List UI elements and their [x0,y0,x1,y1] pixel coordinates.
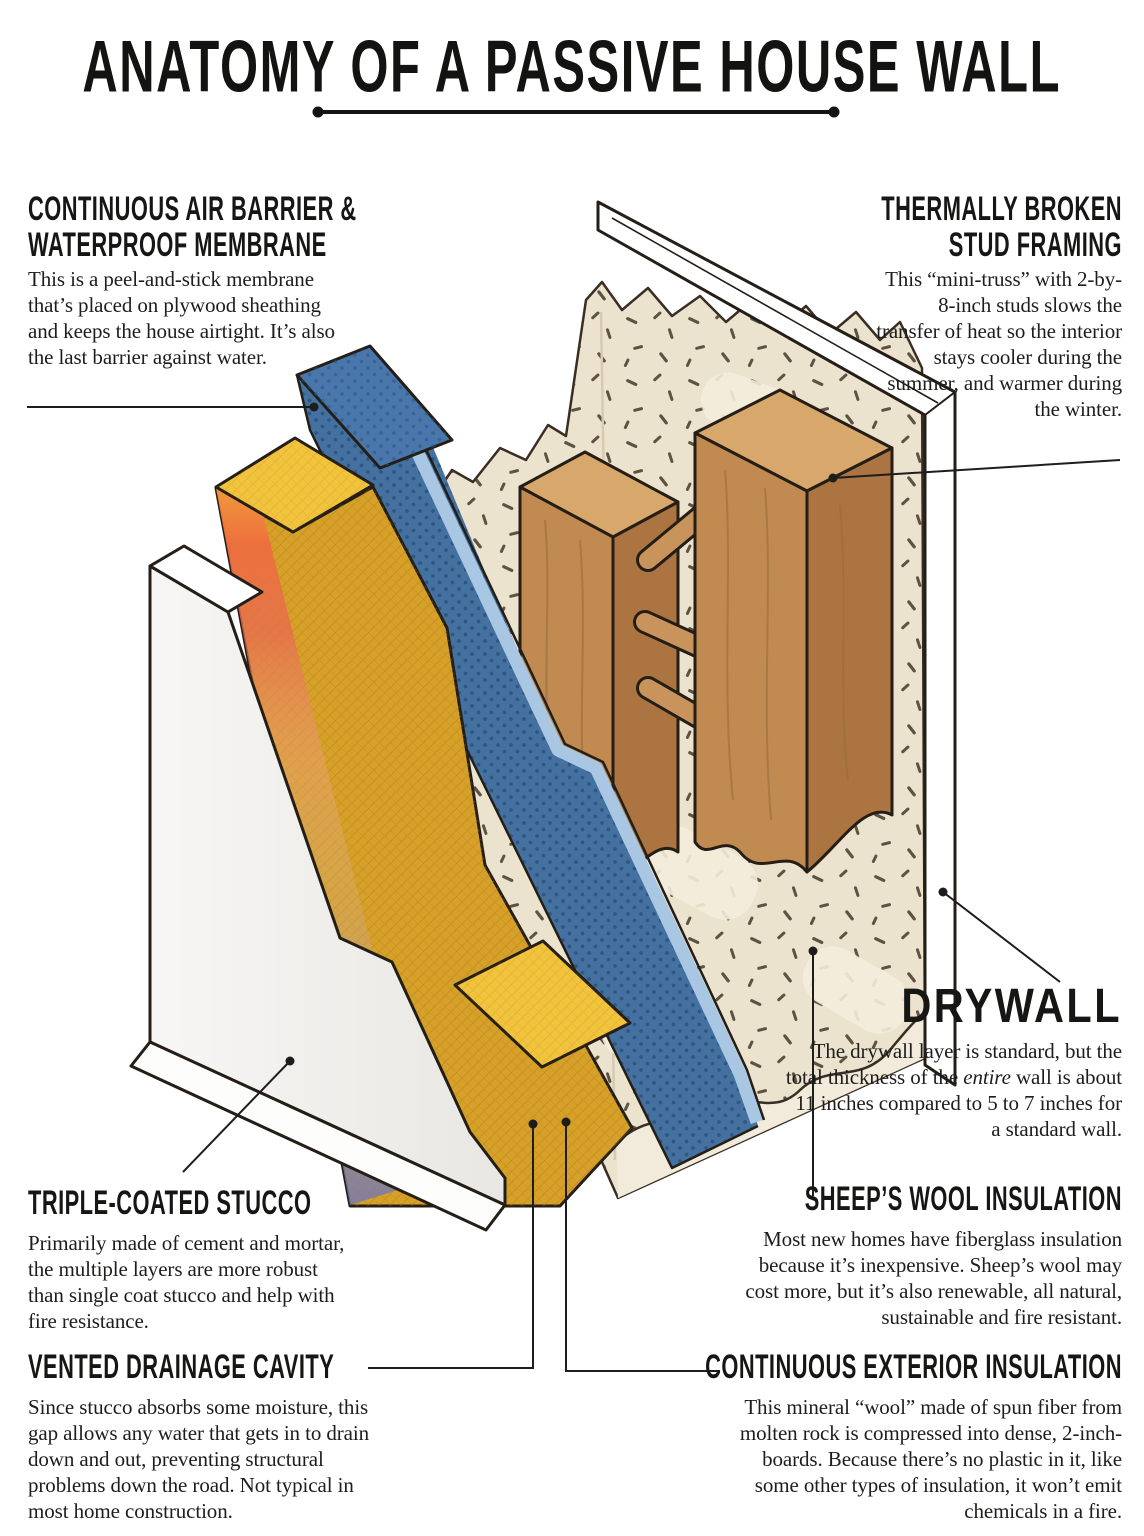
air-barrier-heading: CONTINUOUS AIR BARRIER & WATERPROOF MEMB… [28,188,357,264]
exterior-insulation-body: This mineral “wool” made of spun fiber f… [739,1395,1122,1523]
exterior-insulation-heading: CONTINUOUS EXTERIOR INSULATION [705,1346,1122,1386]
drywall-callout-line [938,887,1061,983]
sheeps-wool-callout: SHEEP’S WOOL INSULATION [722,1180,1122,1216]
drainage-body: Since stucco absorbs some moisture, this… [28,1395,370,1523]
air-barrier-body: This is a peel-and-stick membrane that’s… [28,267,335,369]
sheeps-wool-heading: SHEEP’S WOOL INSULATION [804,1178,1122,1218]
exterior-insulation-callout: CONTINUOUS EXTERIOR INSULATION [682,1348,1122,1384]
sheeps-wool-body: Most new homes have fiberglass insulatio… [745,1227,1122,1329]
sheeps-wool-callout-line [808,946,818,1196]
page-title-text: ANATOMY OF A PASSIVE HOUSE WALL [82,27,1062,109]
stucco-callout: TRIPLE-COATED STUCCO [28,1184,388,1220]
air-barrier-callout: CONTINUOUS AIR BARRIER & WATERPROOF MEMB… [28,190,388,262]
drywall-panel [596,200,957,1087]
stucco-layer [129,544,507,1232]
drainage-callout: VENTED DRAINAGE CAVITY [28,1348,388,1384]
stud-framing-callout: THERMALLY BROKEN STUD FRAMING [762,190,1122,262]
stucco-heading: TRIPLE-COATED STUCCO [28,1182,312,1222]
drywall-body: The drywall layer is standard, but the t… [785,1039,1122,1141]
stud-framing-heading: THERMALLY BROKEN STUD FRAMING [881,188,1122,264]
drywall-heading: DRYWALL [901,979,1122,1034]
stucco-body: Primarily made of cement and mortar, the… [28,1231,345,1333]
stud-framing-body: This “mini-truss” with 2-by-8-inch studs… [876,267,1122,421]
stud-framing-callout-line [828,459,1121,483]
page-title: ANATOMY OF A PASSIVE HOUSE WALL [0,26,1144,109]
exterior-insulation-callout-line [561,1117,720,1372]
title-underline [312,106,840,118]
drainage-callout-line [368,1119,538,1369]
drainage-heading: VENTED DRAINAGE CAVITY [28,1346,335,1386]
drywall-callout: DRYWALL [822,982,1122,1030]
callout-lines [27,402,1121,1372]
stucco-callout-line [182,1056,295,1173]
air-barrier-callout-line [27,402,319,412]
